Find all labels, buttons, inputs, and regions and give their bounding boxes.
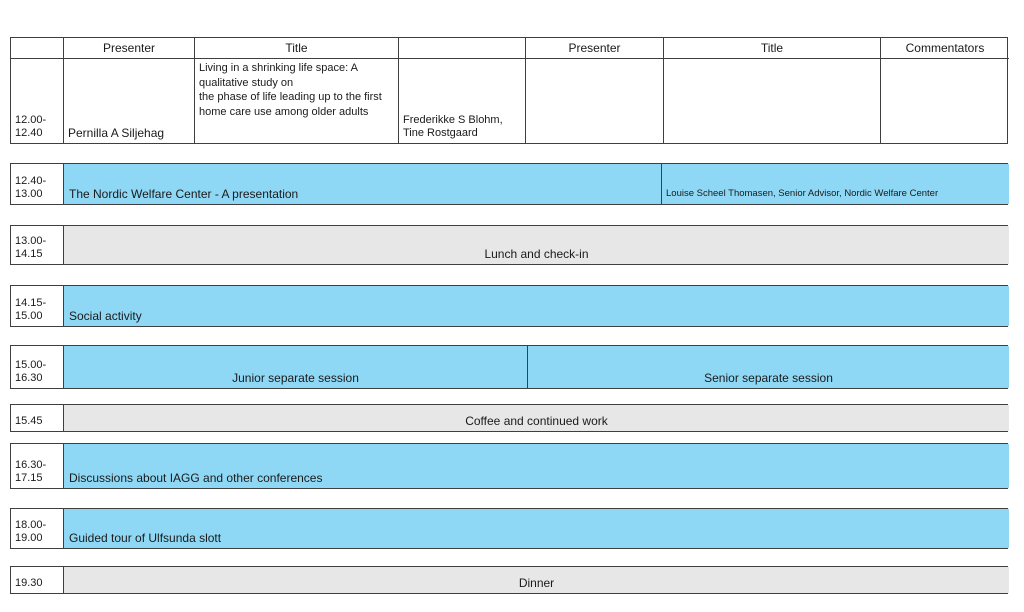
time-cell: 15.45: [11, 405, 63, 431]
header-title-right: Title: [663, 38, 880, 58]
time-cell: 15.00- 16.30: [11, 346, 63, 388]
time-cell: 19.30: [11, 567, 63, 593]
event-label: The Nordic Welfare Center - A presentati…: [63, 164, 661, 204]
time-cell: 16.30- 17.15: [11, 444, 63, 488]
header-middle-blank: [398, 38, 525, 58]
presenter-right-cell: [525, 58, 663, 143]
schedule-row-separate-sessions: 15.00- 16.30 Junior separate session Sen…: [10, 345, 1009, 389]
time-cell: 12.40- 13.00: [11, 164, 63, 204]
title-right-cell: [663, 58, 880, 143]
schedule-row-nordic-welfare: 12.40- 13.00 The Nordic Welfare Center -…: [10, 163, 1009, 205]
event-label: Coffee and continued work: [63, 405, 1009, 431]
time-cell: 12.00- 12.40: [11, 58, 63, 143]
presenter-cell: Pernilla A Siljehag: [63, 58, 194, 143]
schedule-row-dinner: 19.30 Dinner: [10, 566, 1009, 594]
event-label: Discussions about IAGG and other confere…: [63, 444, 1009, 488]
header-commentators: Commentators: [880, 38, 1009, 58]
time-cell: 14.15- 15.00: [11, 286, 63, 326]
time-cell: 13.00- 14.15: [11, 226, 63, 264]
header-presenter-right: Presenter: [525, 38, 663, 58]
time-cell: 18.00- 19.00: [11, 509, 63, 548]
header-title-left: Title: [194, 38, 398, 58]
copresenters-cell: Frederikke S Blohm, Tine Rostgaard: [398, 58, 525, 143]
commentators-cell: [880, 58, 1009, 143]
event-note: Louise Scheel Thomasen, Senior Advisor, …: [661, 164, 1009, 204]
title-cell: Living in a shrinking life space: A qual…: [194, 58, 398, 143]
junior-session-label: Junior separate session: [63, 346, 527, 388]
header-time-blank: [11, 38, 63, 58]
header-presenter-left: Presenter: [63, 38, 194, 58]
event-label: Guided tour of Ulfsunda slott: [63, 509, 1009, 548]
event-label: Dinner: [63, 567, 1009, 593]
schedule-row-lunch: 13.00- 14.15 Lunch and check-in: [10, 225, 1009, 265]
event-label: Social activity: [63, 286, 1009, 326]
schedule-row-iagg-discussions: 16.30- 17.15 Discussions about IAGG and …: [10, 443, 1009, 489]
paper-session-table: Presenter Title Presenter Title Commenta…: [10, 37, 1009, 144]
schedule-row-coffee: 15.45 Coffee and continued work: [10, 404, 1009, 432]
schedule-row-guided-tour: 18.00- 19.00 Guided tour of Ulfsunda slo…: [10, 508, 1009, 549]
schedule-row-social-activity: 14.15- 15.00 Social activity: [10, 285, 1009, 327]
event-label: Lunch and check-in: [63, 226, 1009, 264]
senior-session-label: Senior separate session: [527, 346, 1009, 388]
